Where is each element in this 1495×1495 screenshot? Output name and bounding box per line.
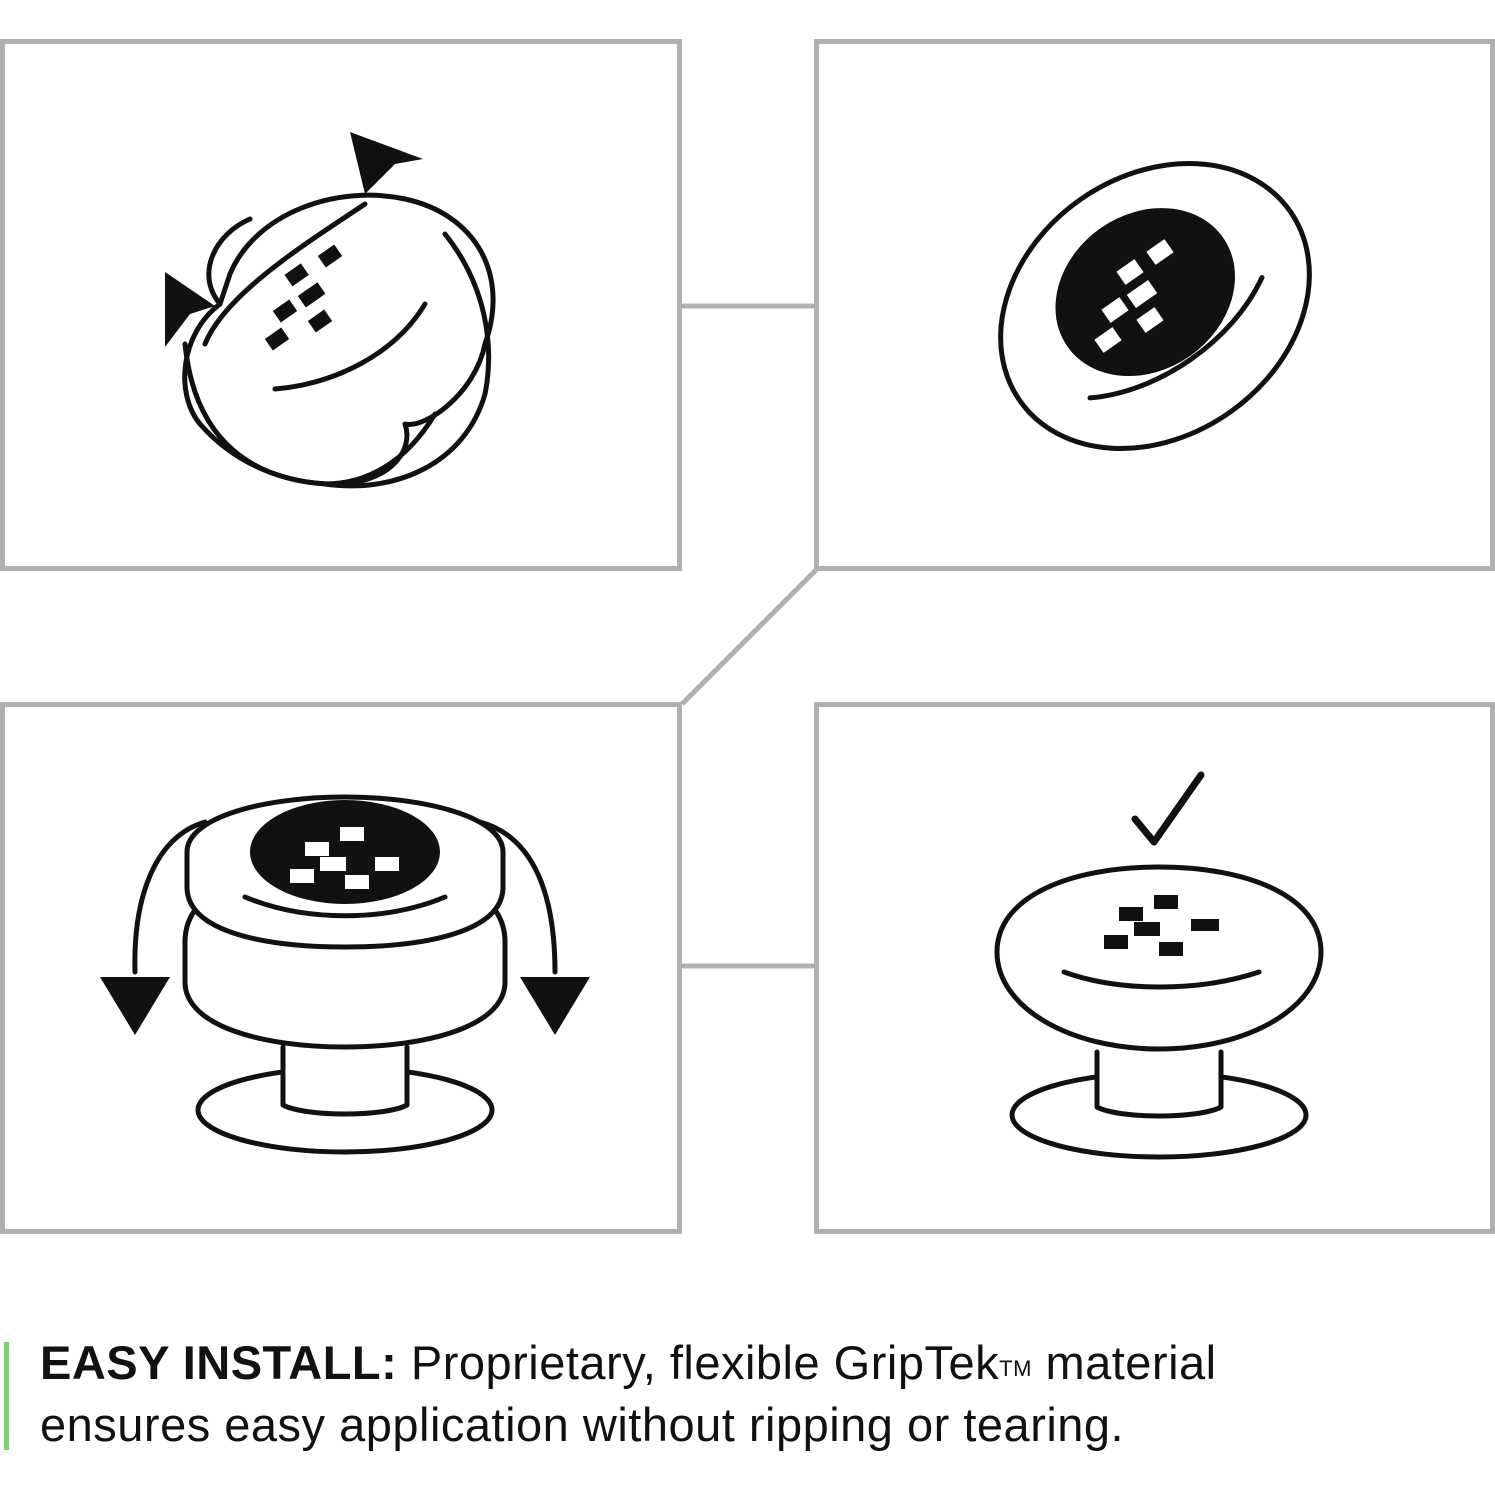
step-1-panel xyxy=(0,39,682,571)
caption-line1: Proprietary, flexible GripTek xyxy=(397,1336,1000,1389)
step-4-panel xyxy=(814,702,1495,1234)
installed-check-icon xyxy=(994,771,1324,1160)
fold-over-icon xyxy=(100,794,590,1155)
checkmark-icon xyxy=(1131,771,1205,846)
caption-accent-bar xyxy=(4,1342,9,1450)
caption-text: EASY INSTALL: Proprietary, flexible Grip… xyxy=(40,1332,1485,1456)
grip-cap-icon xyxy=(998,161,1312,451)
connector-diagonal xyxy=(680,564,822,706)
caption-lead: EASY INSTALL: xyxy=(40,1336,398,1389)
caption-line2: ensures easy application without ripping… xyxy=(40,1398,1125,1451)
step-2-panel xyxy=(814,39,1495,571)
stretch-rotate-icon xyxy=(165,132,496,489)
trademark-mark: TM xyxy=(999,1356,1032,1381)
caption-line1-end: material xyxy=(1031,1336,1217,1389)
step-3-panel xyxy=(0,702,682,1234)
